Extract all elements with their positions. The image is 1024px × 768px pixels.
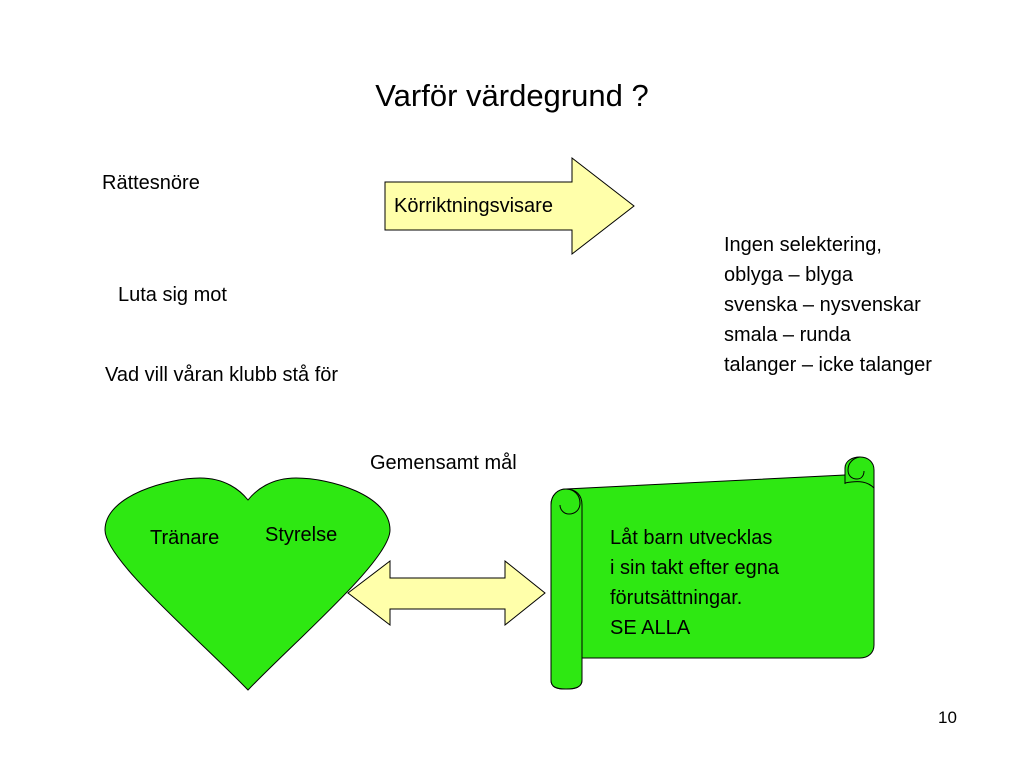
heart-shape xyxy=(104,477,391,691)
selection-line: talanger – icke talanger xyxy=(724,354,932,376)
heart-label-styrelse: Styrelse xyxy=(265,524,338,546)
scroll-text-line: SE ALLA xyxy=(610,617,691,639)
scroll-text-line: i sin takt efter egna xyxy=(610,557,779,579)
direction-arrow xyxy=(384,156,635,256)
scroll-text-line: Låt barn utvecklas xyxy=(610,527,773,549)
page-title: Varför värdegrund ? xyxy=(375,78,649,113)
scroll-text: Låt barn utvecklas i sin takt efter egna… xyxy=(610,523,779,643)
selection-list: Ingen selektering, oblyga – blyga svensk… xyxy=(724,230,932,380)
keyword-luta-sig-mot: Luta sig mot xyxy=(118,284,227,306)
scroll-banner xyxy=(550,456,875,690)
scroll-left-curl xyxy=(559,488,581,515)
double-arrow xyxy=(347,559,546,627)
selection-line: svenska – nysvenskar xyxy=(724,294,921,316)
scroll-right-roll xyxy=(844,456,875,490)
page-number: 10 xyxy=(938,708,957,727)
common-goal-label: Gemensamt mål xyxy=(370,452,517,474)
selection-line: oblyga – blyga xyxy=(724,264,853,286)
scroll-text-line: förutsättningar. xyxy=(610,587,743,609)
scroll-left-roll xyxy=(550,488,583,690)
scroll-right-curl xyxy=(847,456,865,480)
selection-line: smala – runda xyxy=(724,324,851,346)
arrow-label: Körriktningsvisare xyxy=(394,195,553,217)
selection-line: Ingen selektering, xyxy=(724,234,882,256)
heart-label-tranare: Tränare xyxy=(150,527,220,549)
keyword-rattesnore: Rättesnöre xyxy=(102,172,200,194)
keyword-klubb: Vad vill våran klubb stå för xyxy=(105,364,339,386)
